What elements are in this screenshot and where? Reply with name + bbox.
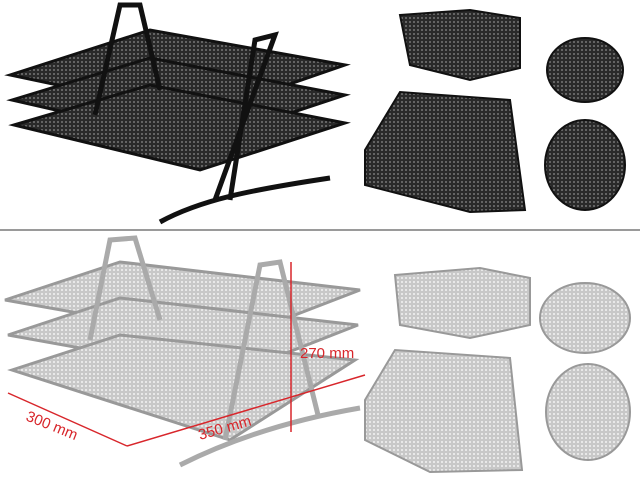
black-pen-cup-small: [546, 37, 624, 103]
black-pen-cup-tall: [544, 119, 626, 211]
silver-pen-cup-small: [539, 282, 631, 354]
black-memo-holder: [398, 8, 521, 82]
silver-memo-holder: [393, 266, 531, 340]
height-dimension-label: 270 mm: [300, 345, 354, 362]
black-letter-sorter: [364, 90, 527, 214]
black-letter-tray-stack: [4, 2, 351, 225]
black-set: [4, 2, 626, 225]
silver-set: 270 mm 300 mm 350 mm: [4, 235, 631, 474]
dimension-lines: [7, 262, 366, 447]
silver-letter-sorter: [364, 348, 524, 474]
silver-letter-tray-stack: [4, 235, 361, 468]
depth-dimension-label: 300 mm: [24, 408, 81, 444]
silver-pen-cup-tall: [545, 363, 631, 461]
